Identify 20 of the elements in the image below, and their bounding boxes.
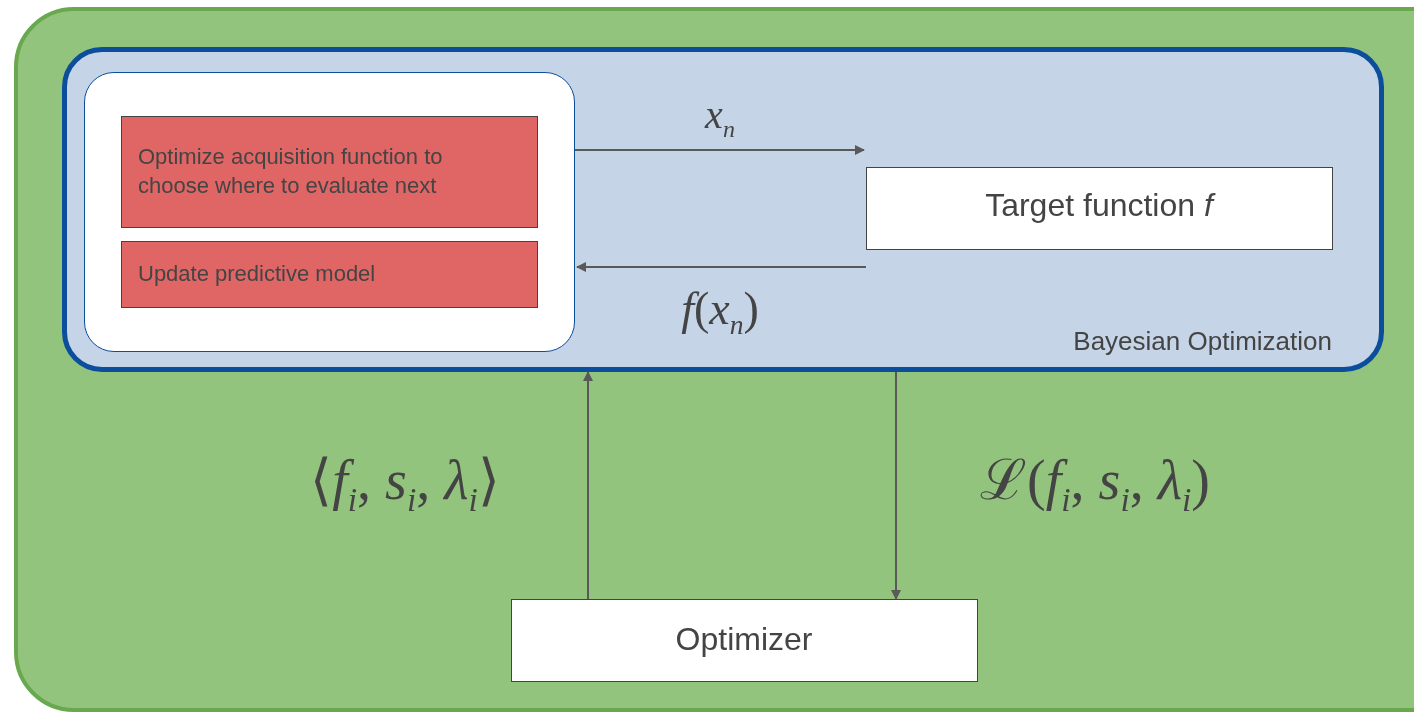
rounded-box — [84, 72, 575, 352]
panel-title: Bayesian Optimization — [1072, 325, 1332, 358]
box-text: Optimizer — [674, 619, 814, 659]
arrow — [574, 145, 865, 155]
arrow — [891, 371, 901, 600]
edge-label: f(x$_{n}$) — [681, 285, 759, 339]
process-box — [120, 240, 538, 308]
process-box — [866, 167, 1333, 250]
outer-panel — [14, 7, 1414, 712]
process-box — [120, 115, 538, 228]
inner-panel — [62, 47, 1384, 372]
arrow — [576, 262, 867, 272]
box-text: Target function f — [865, 184, 1333, 227]
process-box — [511, 599, 978, 682]
edge-label: x$_{n}$ — [705, 95, 735, 141]
arrow — [583, 371, 593, 600]
edge-label: ℒ(f$_{i}$, s$_{i}$, λ$_{i}$) — [980, 451, 1210, 517]
edge-label: ⟨f$_{i}$, s$_{i}$, λ$_{i}$⟩ — [310, 451, 500, 517]
box-text: Optimize acquisition function to choose where to evaluate next — [138, 143, 444, 200]
box-text: Update predictive model — [138, 260, 377, 288]
